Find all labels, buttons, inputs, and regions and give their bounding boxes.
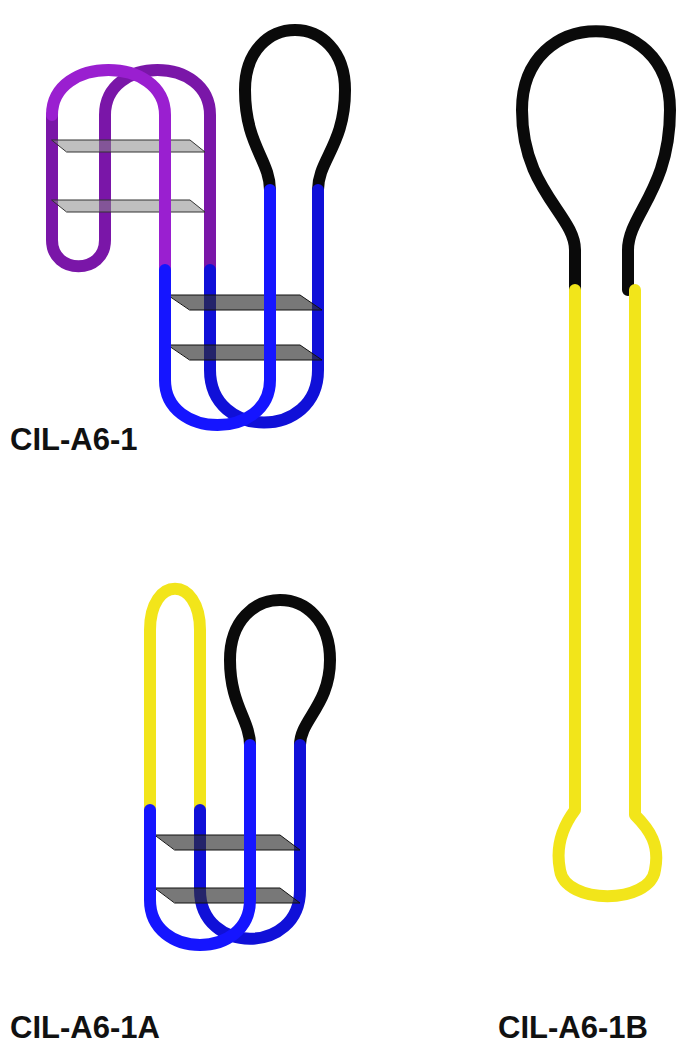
quadruplex-structure (52, 30, 345, 425)
yellow-hairpin (150, 589, 200, 810)
tetrad-plane (168, 295, 322, 310)
blue-strand (150, 745, 250, 945)
blue-strand (165, 190, 270, 425)
structure-label: CIL-A6-1 (10, 424, 137, 455)
tetrad-plane (155, 835, 300, 850)
structure-label: CIL-A6-1A (10, 1012, 160, 1043)
hairpin-structure (522, 31, 670, 896)
purple-strand (52, 70, 210, 270)
tetrad-plane (52, 140, 205, 152)
tetrad-plane (168, 345, 322, 360)
black-loop (522, 31, 670, 290)
quadruplex-structure (150, 589, 330, 945)
structure-label: CIL-A6-1B (498, 1012, 648, 1043)
tetrad-plane (155, 888, 300, 903)
black-loop (245, 30, 345, 190)
yellow-stem (559, 290, 657, 896)
black-loop (230, 600, 330, 745)
purple-strand (52, 70, 165, 270)
tetrad-plane (52, 200, 205, 212)
